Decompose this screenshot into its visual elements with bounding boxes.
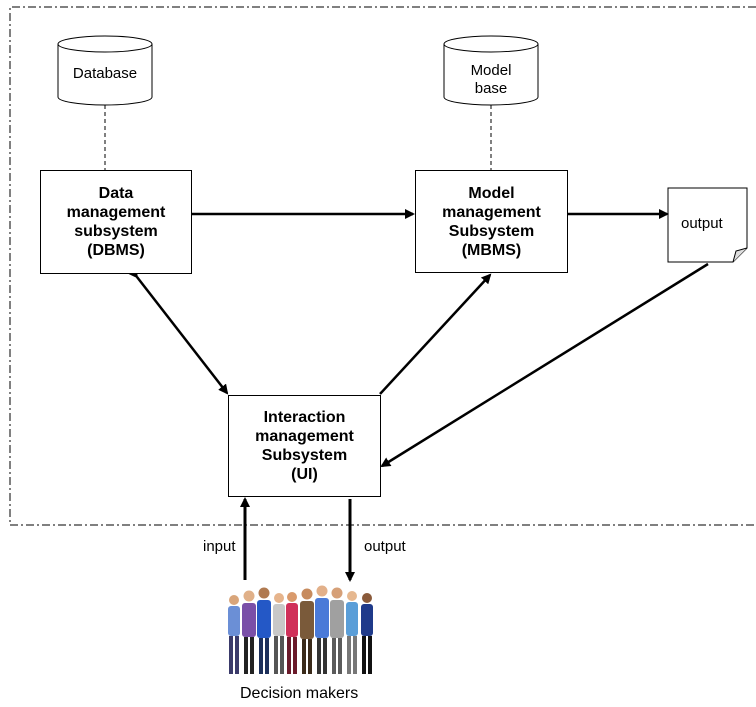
person-figure bbox=[273, 593, 285, 674]
dbms-box: Data management subsystem (DBMS) bbox=[40, 170, 192, 274]
model-base-label: Model base bbox=[444, 62, 538, 98]
ui-box: Interaction management Subsystem (UI) bbox=[228, 395, 381, 497]
person-figure bbox=[315, 585, 329, 674]
mbms-label-line-4: (MBMS) bbox=[461, 241, 522, 259]
system-boundary bbox=[9, 6, 756, 526]
ui-label-line-2: management bbox=[255, 428, 354, 445]
model-base-cylinder bbox=[443, 35, 539, 106]
database-cylinder bbox=[57, 35, 153, 106]
model-base-label-line-2: base bbox=[474, 80, 508, 97]
dbms-label-line-2: management bbox=[66, 204, 166, 221]
ui-label-line-4: (UI) bbox=[291, 466, 318, 483]
person-figure bbox=[228, 595, 240, 674]
arrow-dbms-ui-bidirectional bbox=[128, 267, 229, 395]
output-document-label: output bbox=[681, 215, 723, 232]
person-figure bbox=[346, 591, 358, 674]
person-figure bbox=[242, 590, 256, 674]
output-arrow-label: output bbox=[364, 538, 406, 555]
person-figure bbox=[286, 592, 298, 674]
person-figure bbox=[257, 587, 271, 674]
decision-makers-illustration bbox=[228, 585, 373, 674]
mbms-label-line-2: management bbox=[442, 203, 541, 221]
dbms-label-line-1: Data bbox=[98, 185, 134, 202]
arrow-output-to-ui bbox=[380, 262, 709, 468]
mbms-label-line-3: Subsystem bbox=[448, 222, 535, 240]
person-figure bbox=[330, 587, 344, 674]
mbms-label-line-1: Model bbox=[468, 184, 515, 202]
dbms-label-line-4: (DBMS) bbox=[87, 242, 145, 259]
person-figure bbox=[300, 588, 314, 674]
output-document-fold bbox=[732, 247, 748, 263]
database-label: Database bbox=[72, 65, 138, 82]
ui-label-line-1: Interaction bbox=[263, 409, 346, 426]
arrow-ui-to-mbms bbox=[379, 273, 492, 395]
mbms-box: Model management Subsystem (MBMS) bbox=[415, 170, 568, 273]
dbms-label-line-3: subsystem bbox=[74, 223, 158, 240]
decision-makers-label: Decision makers bbox=[240, 685, 359, 702]
ui-label-line-3: Subsystem bbox=[261, 447, 348, 464]
person-figure bbox=[361, 593, 373, 674]
model-base-label-line-1: Model bbox=[470, 62, 512, 79]
input-arrow-label: input bbox=[203, 538, 236, 555]
